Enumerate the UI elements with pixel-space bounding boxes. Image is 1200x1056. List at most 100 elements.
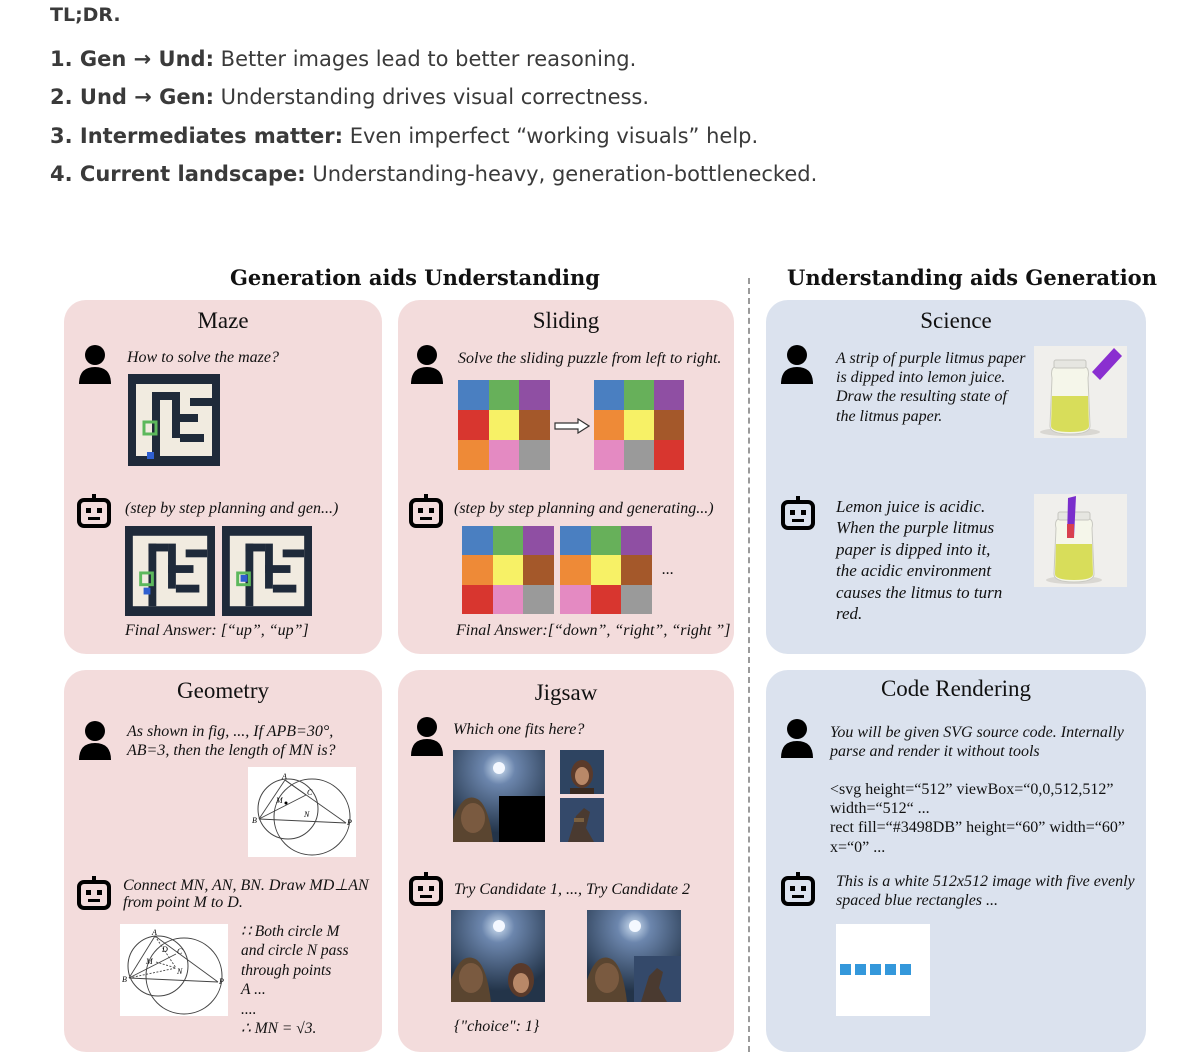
puzzle-tile xyxy=(654,440,684,470)
code-rendering-panel: Code Rendering You will be given SVG sou… xyxy=(766,670,1146,1052)
robot-icon xyxy=(77,494,111,528)
puzzle-tile xyxy=(590,584,622,614)
puzzle-tile xyxy=(492,555,524,585)
puzzle-tile xyxy=(594,410,624,440)
sliding-start-grid xyxy=(458,380,550,470)
label-P: P xyxy=(346,818,352,827)
svg-source-code: <svg height=“512” viewBox=“0,0,512,512” … xyxy=(830,781,1125,856)
code-answer: This is a white 512x512 image with five … xyxy=(836,873,1135,910)
puzzle-tile xyxy=(488,410,520,440)
maze-panel: Maze How to solve the maze? (step by ste… xyxy=(64,300,382,654)
puzzle-tile xyxy=(523,526,554,556)
label-N: N xyxy=(176,967,183,976)
label-C: C xyxy=(177,947,183,956)
jigsaw-panel: Jigsaw Which one fits here? Try Candidat… xyxy=(398,670,734,1052)
robot-icon xyxy=(781,872,815,906)
label-A: A xyxy=(281,772,287,781)
puzzle-tile xyxy=(621,555,652,585)
puzzle-tile xyxy=(492,526,524,556)
lemon-juice-jar-image xyxy=(1034,346,1127,438)
section-title-right: Understanding aids Generation xyxy=(787,265,1157,290)
jigsaw-answer-step: Try Candidate 1, ..., Try Candidate 2 xyxy=(454,881,691,898)
arrow-right-icon xyxy=(554,418,590,434)
maze-answer-step: (step by step planning and gen...) xyxy=(125,500,339,517)
puzzle-tile xyxy=(492,584,524,614)
sliding-ellipsis: ... xyxy=(662,561,674,578)
sliding-title: Sliding xyxy=(532,308,600,333)
science-title: Science xyxy=(920,308,992,333)
science-answer: Lemon juice is acidic. When the purple l… xyxy=(836,497,1003,624)
puzzle-tile xyxy=(624,380,654,410)
puzzle-tile xyxy=(519,440,550,470)
puzzle-tile xyxy=(458,440,489,470)
puzzle-tile xyxy=(560,555,591,585)
maze-step-image-2 xyxy=(222,526,312,616)
robot-icon xyxy=(409,494,443,528)
puzzle-tile xyxy=(590,555,622,585)
geometry-answer-step: Connect MN, AN, BN. Draw MD⊥AN from poin… xyxy=(123,877,369,911)
litmus-result-image xyxy=(1034,494,1127,587)
robot-icon xyxy=(781,496,815,530)
puzzle-tile xyxy=(488,440,520,470)
code-question: You will be given SVG source code. Inter… xyxy=(830,724,1124,761)
robot-icon xyxy=(409,872,443,906)
label-P: P xyxy=(218,977,224,986)
jigsaw-final-answer: {"choice": 1} xyxy=(454,1018,540,1035)
sliding-step-grid-2 xyxy=(560,526,652,614)
label-B: B xyxy=(252,816,257,825)
maze-title: Maze xyxy=(197,308,249,333)
user-icon xyxy=(79,721,111,760)
jigsaw-puzzle-image xyxy=(453,750,545,842)
geometry-question: As shown in fig, ..., If APB=30°, AB=3, … xyxy=(127,723,336,760)
point-3: 3. Intermediates matter: Even imperfect … xyxy=(50,124,759,148)
label-B: B xyxy=(122,975,127,984)
puzzle-tile xyxy=(523,555,554,585)
point-2: 2. Und → Gen: Understanding drives visua… xyxy=(50,85,650,109)
puzzle-tile xyxy=(590,526,622,556)
user-icon xyxy=(411,717,443,756)
point-1: 1. Gen → Und: Better images lead to bett… xyxy=(50,47,637,71)
code-title: Code Rendering xyxy=(880,676,1032,701)
jigsaw-candidate-1 xyxy=(560,750,604,794)
user-icon xyxy=(781,345,813,384)
geometry-panel: Geometry As shown in fig, ..., If APB=30… xyxy=(64,670,382,1052)
label-D: D xyxy=(161,945,168,954)
user-icon xyxy=(781,719,813,758)
puzzle-tile xyxy=(594,380,624,410)
maze-step-image-1 xyxy=(125,526,215,616)
puzzle-tile xyxy=(654,380,684,410)
maze-image xyxy=(128,374,220,466)
robot-icon xyxy=(77,876,111,910)
puzzle-tile xyxy=(462,555,493,585)
puzzle-tile xyxy=(462,584,493,614)
sliding-panel: Sliding Solve the sliding puzzle from le… xyxy=(398,300,734,654)
puzzle-tile xyxy=(488,380,520,410)
sliding-final-answer: Final Answer:[“down”, “right”, “right ”] xyxy=(456,622,731,639)
label-M: M xyxy=(145,957,154,966)
label-C: C xyxy=(307,788,313,797)
jigsaw-try-2-image xyxy=(587,910,681,1002)
puzzle-tile xyxy=(458,380,489,410)
geometry-title: Geometry xyxy=(177,678,269,703)
geometry-figure: A B C M N P xyxy=(248,767,356,857)
puzzle-tile xyxy=(560,584,591,614)
sliding-step-grid-1 xyxy=(462,526,554,614)
puzzle-tile xyxy=(519,380,550,410)
point-4: 4. Current landscape: Understanding-heav… xyxy=(50,162,818,186)
puzzle-tile xyxy=(621,584,652,614)
rendered-svg-image xyxy=(836,924,930,1016)
geometry-reasoning: ∷ Both circle M and circle N pass throug… xyxy=(241,923,349,1037)
puzzle-tile xyxy=(458,410,489,440)
section-divider xyxy=(748,278,750,1052)
label-N: N xyxy=(303,810,310,819)
label-A: A xyxy=(151,928,157,937)
user-icon xyxy=(79,345,111,384)
puzzle-tile xyxy=(624,410,654,440)
maze-question: How to solve the maze? xyxy=(127,349,279,366)
maze-final-answer: Final Answer: [“up”, “up”] xyxy=(125,622,309,639)
puzzle-tile xyxy=(523,584,554,614)
jigsaw-title: Jigsaw xyxy=(534,680,598,705)
puzzle-tile xyxy=(624,440,654,470)
puzzle-tile xyxy=(519,410,550,440)
science-panel: Science A strip of purple litmus paper i… xyxy=(766,300,1146,654)
